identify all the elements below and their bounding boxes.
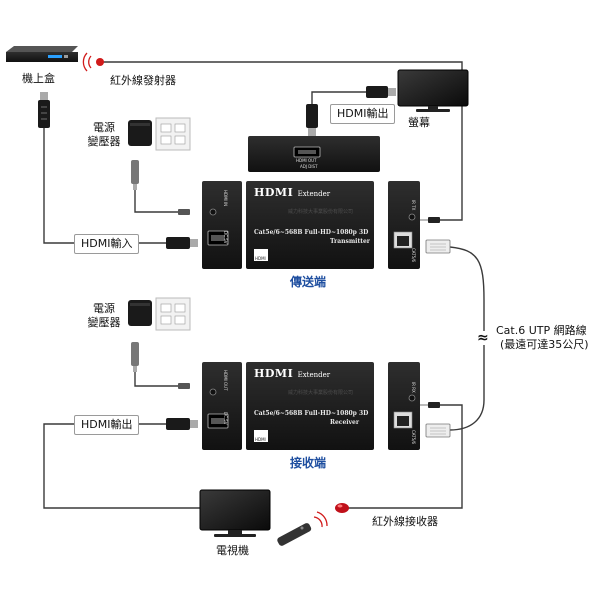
cable-approx-symbol: ≈ <box>477 330 489 346</box>
back-panel <box>248 136 380 172</box>
receiver-ir-label: IR RX <box>411 382 416 393</box>
power-adapter-top-line-2: 變壓器 <box>87 135 121 148</box>
transmitter-model-2: Transmitter <box>330 238 370 245</box>
transmitter-sticker: HDMI <box>255 256 266 261</box>
hdmi-plug-top <box>306 104 318 136</box>
receiver-model-1: Cat5e/6~568B Full-HD~1080p 3D <box>254 410 369 417</box>
cable-label-2: (最遠可達35公尺) <box>500 338 589 351</box>
transmitter-brand-suffix: Extender <box>297 190 331 198</box>
ir-receiver <box>335 503 349 513</box>
back-panel-bottom-label: ADJ DIST <box>300 164 318 169</box>
receiver-power-label: DC 5V <box>223 412 228 425</box>
hdmi-plug-receiver <box>166 418 198 430</box>
ir-plug-receiver <box>420 402 440 408</box>
power-adapter-top-label: 電源 變壓器 <box>84 121 124 149</box>
power-plug-receiver <box>178 383 190 389</box>
hdmi-plug-settop <box>38 92 50 128</box>
receiver-model-2: Receiver <box>330 419 360 426</box>
rj45-plug-receiver <box>425 423 451 438</box>
hdmi-tv-cable <box>43 423 200 509</box>
sender-label: 傳送端 <box>290 275 327 289</box>
receiver-side-label: HDMI OUT <box>223 370 228 391</box>
power-adapter-top-line-1: 電源 <box>93 121 115 134</box>
ir-transmitter-label: 紅外線發射器 <box>110 74 176 87</box>
ir-transmitter <box>82 52 104 72</box>
transmitter <box>202 181 420 269</box>
ir-receiver-label: 紅外線接收器 <box>372 515 438 528</box>
transmitter-lan-label: CAT5/6 <box>411 248 416 263</box>
transmitter-watermark: 威力科技大事業股份有限公司 <box>288 209 354 215</box>
transmitter-brand-text: HDMI <box>254 186 294 199</box>
monitor <box>397 69 469 112</box>
transmitter-power-label: DC 5V <box>223 231 228 244</box>
ir-transmitter-cable <box>103 61 463 221</box>
receiver-lan-label: CAT5/6 <box>411 430 416 445</box>
power-adapter-bottom-line-1: 電源 <box>93 302 115 315</box>
hdmi-out-bottom-tag: HDMI輸出 <box>74 415 140 435</box>
rj45-plug-transmitter <box>425 239 451 254</box>
settop-box-label: 機上盒 <box>22 72 55 85</box>
power-cable-top <box>134 190 178 213</box>
cat6-cable <box>449 246 485 431</box>
receiver-sticker: HDMI <box>255 437 266 442</box>
power-adapter-bottom-line-2: 變壓器 <box>87 316 121 329</box>
transmitter-brand: HDMI Extender <box>254 186 330 199</box>
power-adapter-bottom <box>128 297 191 372</box>
hdmi-out-top-tag: HDMI輸出 <box>330 104 396 124</box>
power-adapter-bottom-label: 電源 變壓器 <box>84 302 124 330</box>
receiver-brand: HDMI Extender <box>254 367 330 380</box>
power-plug-transmitter <box>178 209 190 215</box>
power-adapter-top <box>128 117 191 190</box>
cable-label-1: Cat.6 UTP 網路線 <box>496 324 587 337</box>
tv-label: 電視機 <box>216 544 249 557</box>
transmitter-model-1: Cat5e/6~568B Full-HD~1080p 3D <box>254 229 369 236</box>
receiver-label: 接收端 <box>290 456 327 470</box>
power-cable-bottom <box>134 372 178 387</box>
back-panel-port-label: HDMI OUT <box>296 158 317 163</box>
transmitter-ir-label: IR TX <box>411 200 416 211</box>
ir-receiver-cable <box>348 404 463 509</box>
hdmi-plug-monitor <box>366 86 396 98</box>
ir-plug-transmitter <box>420 217 440 223</box>
settop-box <box>6 46 78 62</box>
transmitter-side-label: HDMI IN <box>223 190 228 207</box>
receiver <box>202 362 420 450</box>
receiver-watermark: 威力科技大事業股份有限公司 <box>288 390 354 396</box>
monitor-label: 螢幕 <box>408 116 430 129</box>
hdmi-in-tag: HDMI輸入 <box>74 234 140 254</box>
remote-control <box>277 511 328 546</box>
tv <box>199 489 271 537</box>
hdmi-plug-transmitter <box>166 237 198 249</box>
receiver-brand-suffix: Extender <box>297 371 331 379</box>
receiver-brand-text: HDMI <box>254 367 294 380</box>
